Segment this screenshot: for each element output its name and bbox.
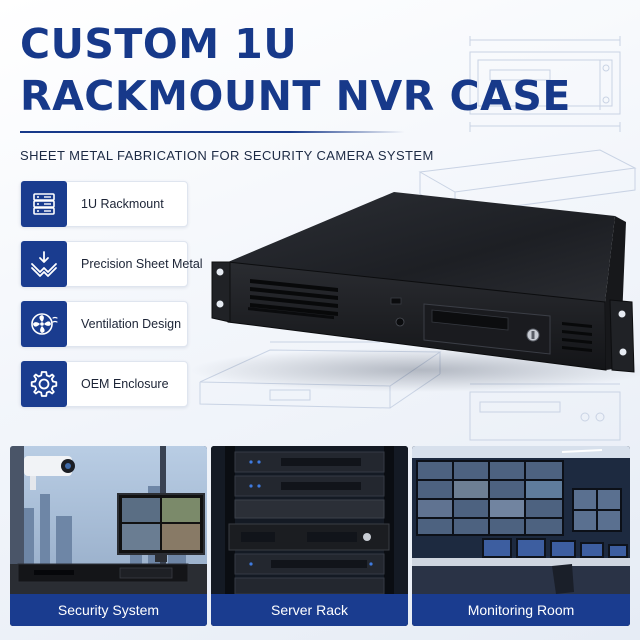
photo-panel-monitoring-room: Monitoring Room [412, 446, 630, 626]
feature-oem: OEM Enclosure [20, 361, 188, 407]
feature-label: Ventilation Design [81, 317, 182, 331]
page-title-line-1: CUSTOM 1U [20, 20, 298, 68]
panel-caption: Server Rack [211, 594, 408, 626]
panel-caption: Monitoring Room [412, 594, 630, 626]
panel-caption: Security System [10, 594, 207, 626]
page-title-line-2: RACKMOUNT NVR CASE [20, 72, 571, 120]
server-rack-icon [21, 181, 67, 227]
feature-sheet-metal: Precision Sheet Metal [20, 241, 203, 287]
title-divider [20, 131, 405, 133]
feature-ventilation: Ventilation Design [20, 301, 188, 347]
photo-panel-security-system: Security System [10, 446, 207, 626]
feature-label: 1U Rackmount [81, 197, 164, 211]
sheet-bend-icon [21, 241, 67, 287]
fan-icon [21, 301, 67, 347]
page-subtitle: SHEET METAL FABRICATION FOR SECURITY CAM… [20, 148, 434, 163]
feature-rackmount: 1U Rackmount [20, 181, 188, 227]
feature-label: OEM Enclosure [81, 377, 169, 391]
feature-label: Precision Sheet Metal [81, 257, 203, 271]
photo-panel-server-rack: Server Rack [211, 446, 408, 626]
gear-icon [21, 361, 67, 407]
